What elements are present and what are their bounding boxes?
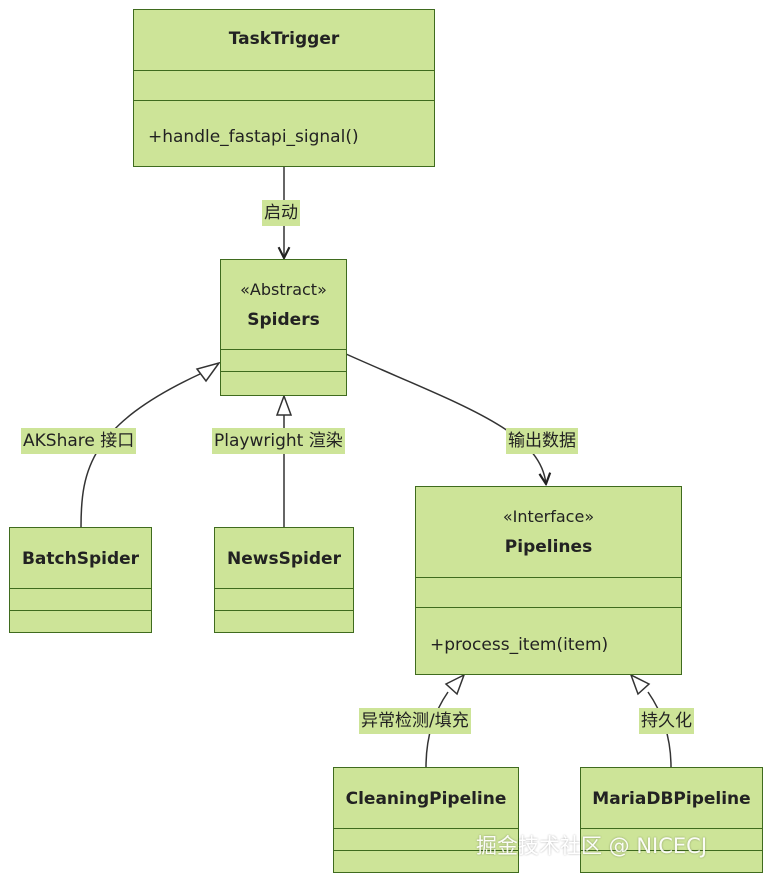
class-name: TaskTrigger [228,29,340,49]
edge-label-akshare: AKShare 接口 [21,428,137,454]
class-name: BatchSpider [21,549,140,569]
edge-label-persistence: 持久化 [639,708,694,734]
edge-label-playwright: Playwright 渲染 [212,428,345,454]
class-spiders: «Abstract» Spiders [220,259,347,396]
class-cleaningpipeline: CleaningPipeline [333,767,519,873]
inherit-triangle-batch [195,361,221,383]
methods-section [10,610,151,611]
inherit-triangle-news [275,393,293,416]
methods-section [334,850,518,851]
inherit-triangle-cleaning [444,673,466,696]
methods-section [134,100,434,101]
stereotype: «Interface» [502,507,595,526]
attributes-section [10,588,151,589]
edge-label-start: 启动 [262,200,300,226]
class-name: Spiders [247,310,320,330]
inherit-triangle-mariadb [629,673,651,696]
method-process-item: +process_item(item) [430,635,609,655]
attributes-section [221,349,346,350]
edge-spiders-to-pipelines [345,353,546,484]
method-handle-fastapi-signal: +handle_fastapi_signal() [148,127,359,147]
attributes-section [581,828,762,829]
attributes-section [334,828,518,829]
stereotype: «Abstract» [240,280,327,299]
class-name: MariaDBPipeline [592,789,751,809]
class-mariadbpipeline: MariaDBPipeline [580,767,763,873]
methods-section [581,850,762,851]
class-pipelines: «Interface» Pipelines +process_item(item… [415,486,682,675]
watermark: 掘金技术社区 @ NICECJ [476,834,708,858]
attributes-section [134,70,434,71]
attributes-section [416,577,681,578]
methods-section [215,610,353,611]
class-name: Pipelines [504,537,593,557]
methods-section [221,371,346,372]
class-newsspider: NewsSpider [214,527,354,633]
class-tasktrigger: TaskTrigger +handle_fastapi_signal() [133,9,435,167]
class-name: NewsSpider [227,549,341,569]
class-batchspider: BatchSpider [9,527,152,633]
methods-section [416,607,681,608]
class-name: CleaningPipeline [345,789,507,809]
edge-label-anomaly-fill: 异常检测/填充 [359,708,471,734]
edge-label-output-data: 输出数据 [506,428,578,454]
attributes-section [215,588,353,589]
